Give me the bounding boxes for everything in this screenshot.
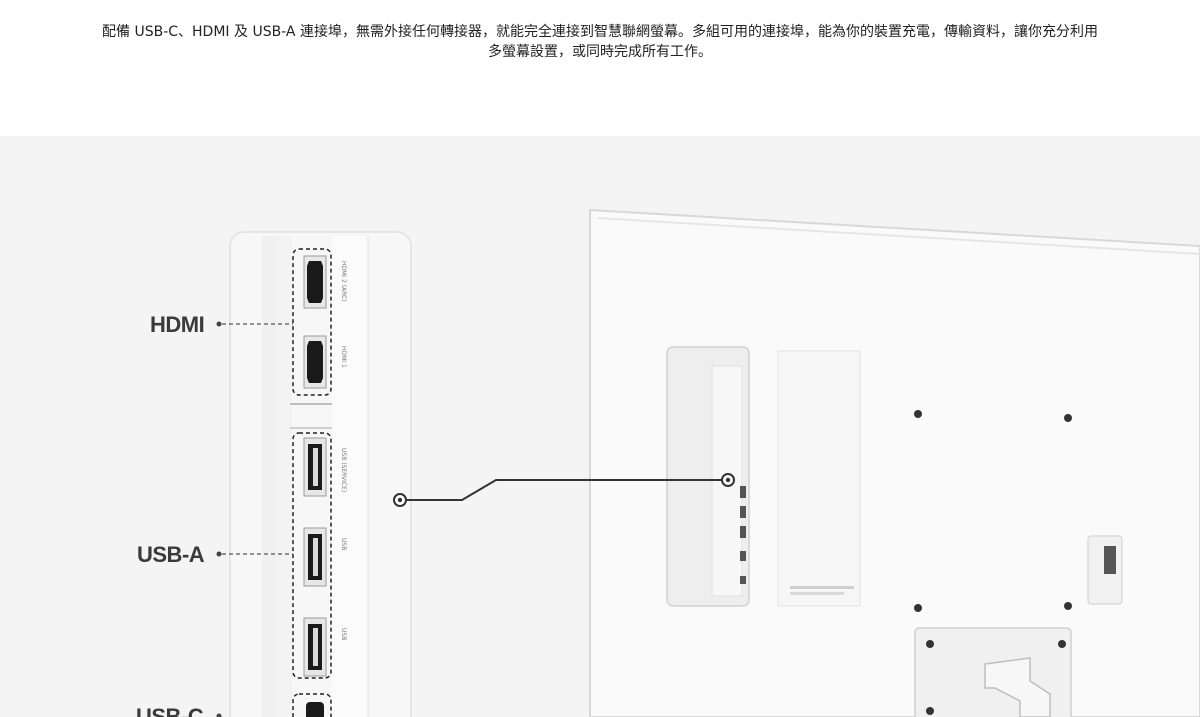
usb-c-port-group: [292, 693, 332, 717]
svg-text:USB (SERVICE): USB (SERVICE): [340, 448, 347, 492]
monitor-back: [589, 208, 1200, 717]
svg-text:HDMI 1: HDMI 1: [340, 346, 347, 368]
product-description: 配備 USB-C、HDMI 及 USB-A 連接埠，無需外接任何轉接器，就能完全…: [40, 22, 1160, 62]
hdmi-port-group: HDMI 2 (ARC) HDMI 1: [292, 248, 347, 396]
description-line-2: 多螢幕設置，或同時完成所有工作。: [488, 44, 712, 60]
port-panel-zoom: HDMI 2 (ARC) HDMI 1 USB (SERVICE) USB US…: [229, 231, 412, 717]
monitor-ports-illustration: HDMI 2 (ARC) HDMI 1 USB (SERVICE) USB US…: [216, 208, 1200, 717]
usb-a-callout-label: USB-A: [137, 542, 205, 567]
hdmi-callout-label: HDMI: [150, 312, 205, 337]
description-line-1: 配備 USB-C、HDMI 及 USB-A 連接埠，無需外接任何轉接器，就能完全…: [102, 24, 1098, 40]
usb-a-port-group: USB (SERVICE) USB USB: [292, 432, 347, 679]
svg-text:USB: USB: [340, 538, 347, 550]
svg-text:HDMI 2 (ARC): HDMI 2 (ARC): [340, 261, 347, 302]
svg-text:USB: USB: [340, 628, 347, 640]
callout-leaders: [216, 321, 735, 717]
product-image: HDMI 2 (ARC) HDMI 1 USB (SERVICE) USB US…: [0, 136, 1200, 717]
usb-c-callout-label: USB-C: [136, 704, 204, 717]
